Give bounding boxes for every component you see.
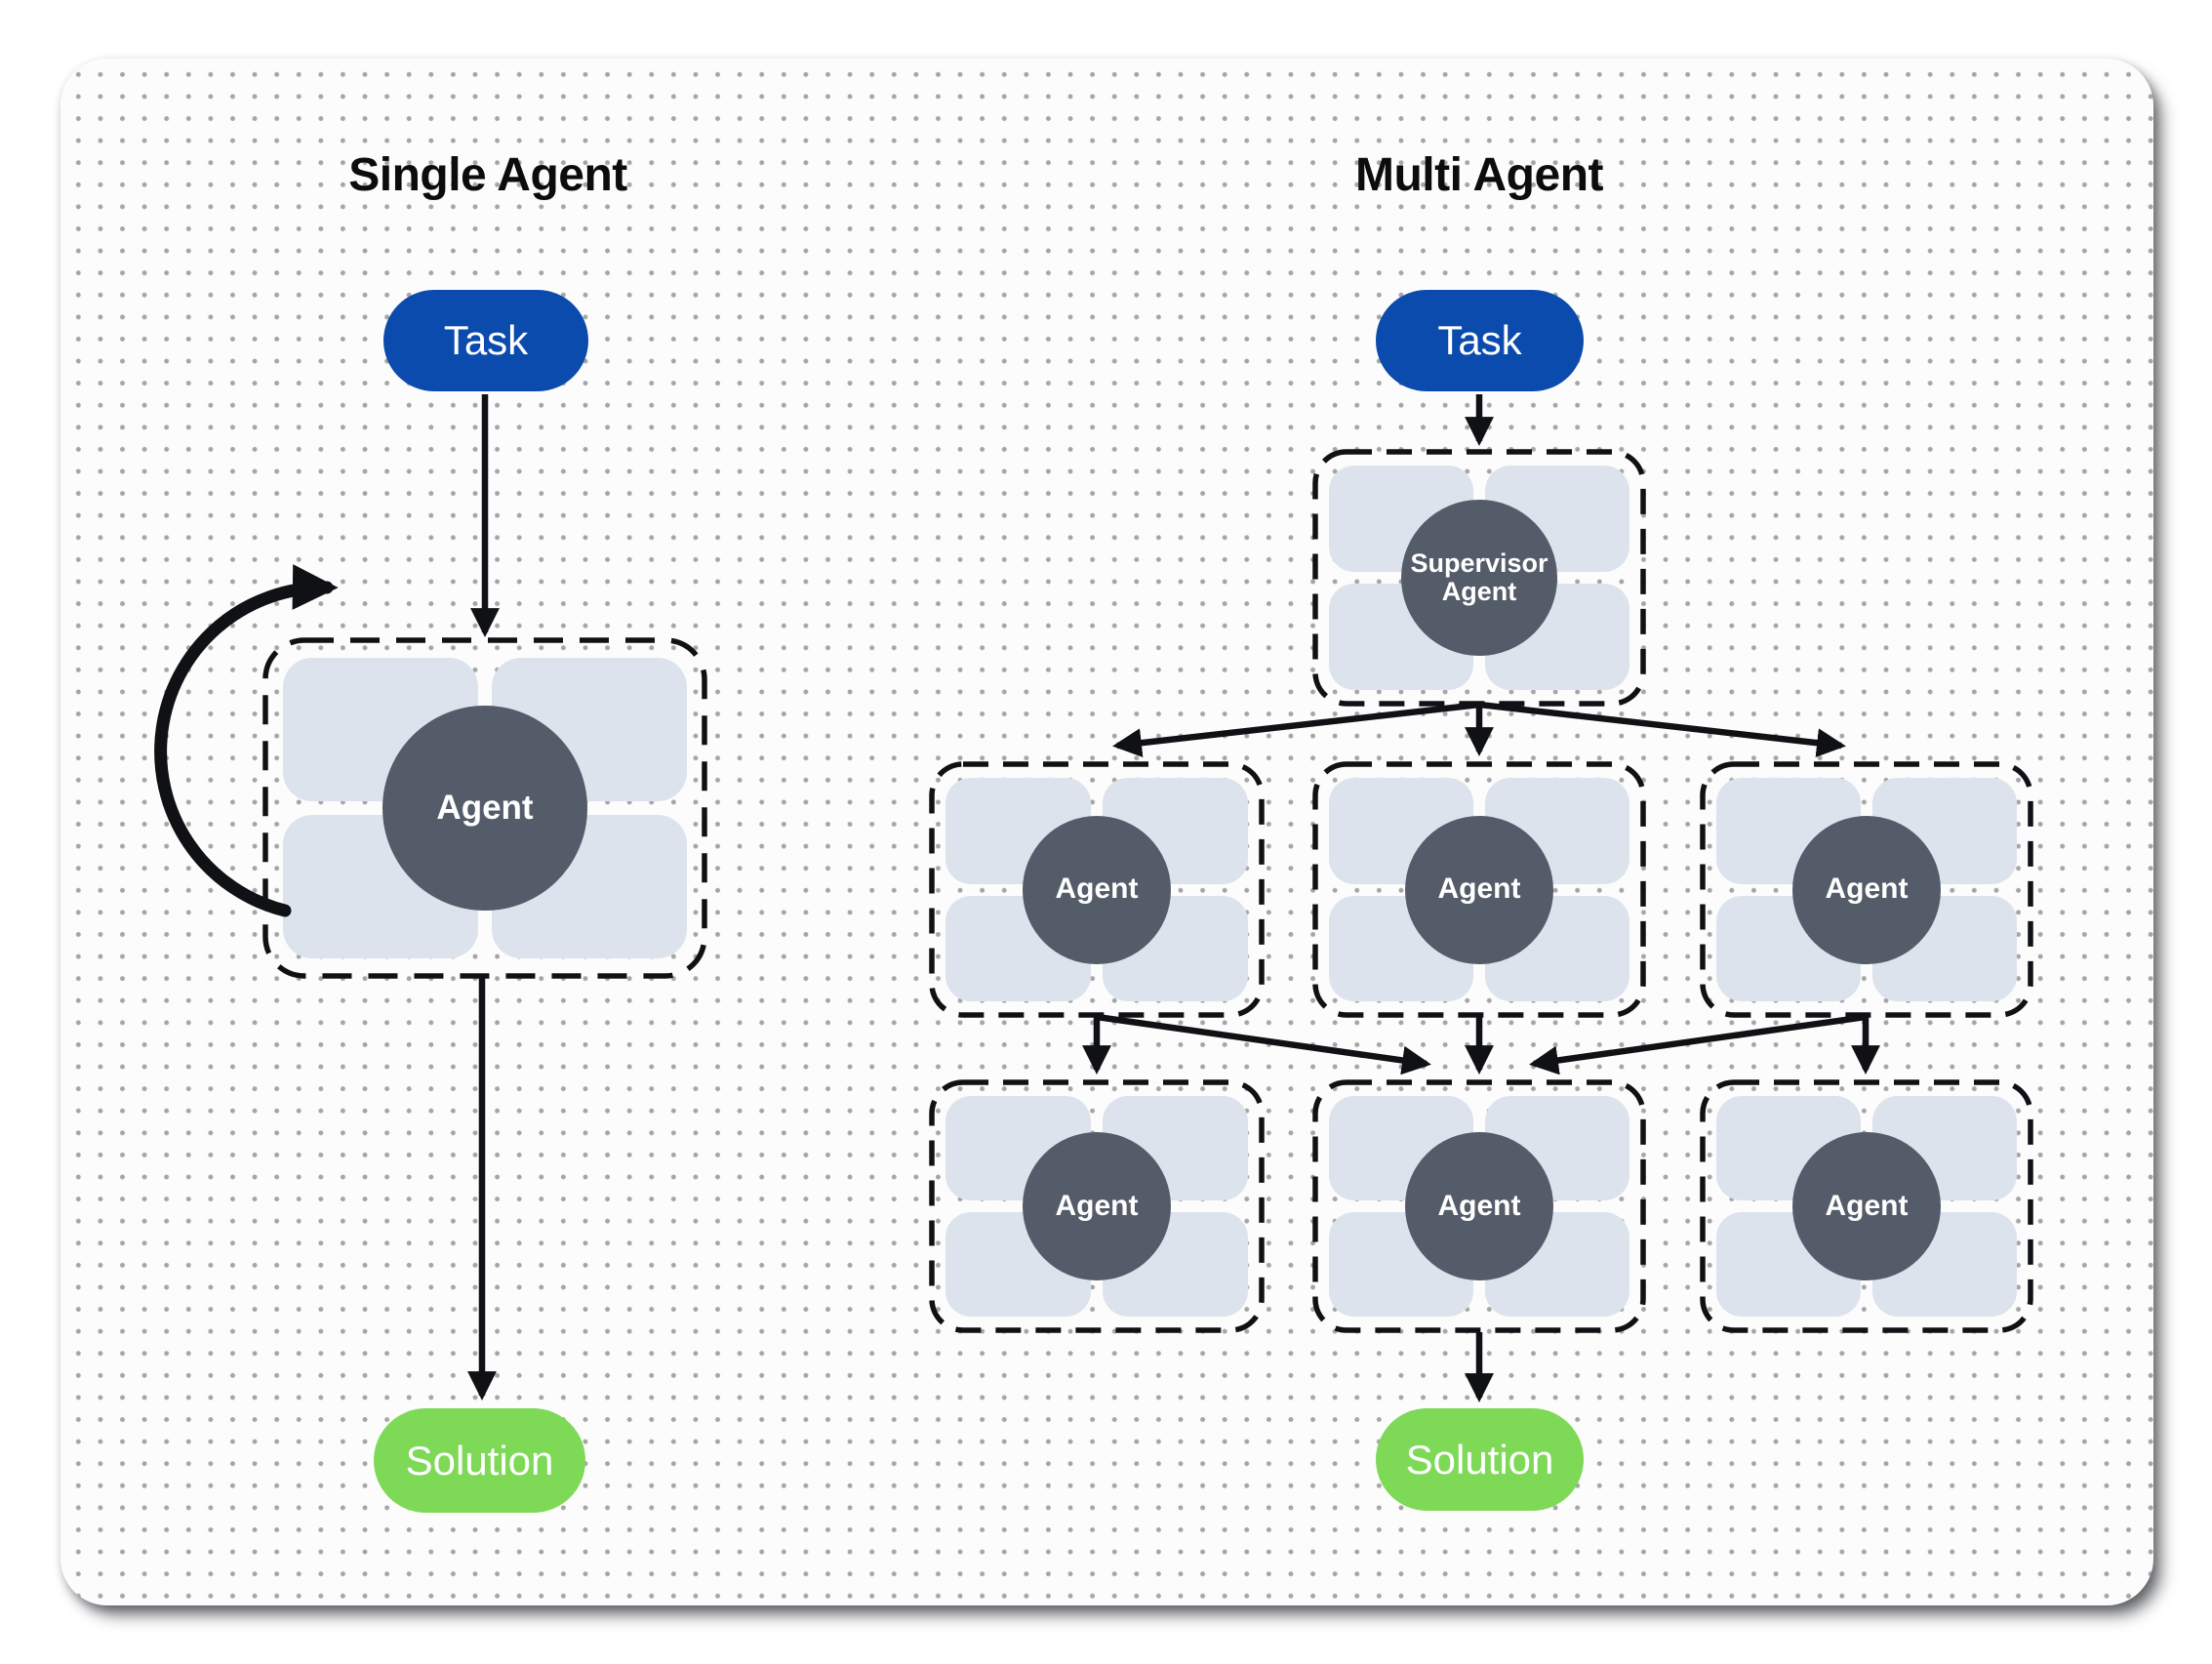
multi-solution-node: Solution xyxy=(1376,1408,1584,1511)
worker-agent-node-6: Agent xyxy=(1792,1132,1941,1280)
worker-agent-label: Agent xyxy=(1825,1189,1909,1222)
worker-agent-label: Agent xyxy=(1437,873,1521,906)
worker-agent-node-3: Agent xyxy=(1792,815,1941,964)
worker-agent-box-3: Agent xyxy=(1703,764,2031,1015)
supervisor-label-line2: Agent xyxy=(1441,577,1517,606)
worker-agent-box-6: Agent xyxy=(1703,1082,2031,1330)
single-solution-node: Solution xyxy=(374,1408,585,1513)
worker-agent-label: Agent xyxy=(1437,1189,1521,1222)
single-agent-title: Single Agent xyxy=(348,149,627,201)
worker-agent-box-1: Agent xyxy=(932,764,1262,1015)
worker-agent-box-2: Agent xyxy=(1315,764,1643,1015)
multi-task-label: Task xyxy=(1437,317,1522,363)
worker-agent-node-4: Agent xyxy=(1023,1132,1171,1280)
single-agent-box: Agent xyxy=(265,640,704,976)
single-solution-label: Solution xyxy=(405,1437,554,1483)
worker-agent-box-5: Agent xyxy=(1315,1082,1643,1330)
worker-agent-node-5: Agent xyxy=(1405,1132,1553,1280)
worker-agent-box-4: Agent xyxy=(932,1082,1262,1330)
single-task-label: Task xyxy=(443,317,529,363)
single-agent-label: Agent xyxy=(436,789,534,828)
worker-agent-label: Agent xyxy=(1055,1189,1139,1222)
worker-agent-node-2: Agent xyxy=(1405,815,1553,964)
worker-agent-label: Agent xyxy=(1055,873,1139,906)
single-task-node: Task xyxy=(383,290,588,391)
multi-solution-label: Solution xyxy=(1405,1436,1554,1482)
single-agent-node: Agent xyxy=(382,706,587,911)
multi-task-node: Task xyxy=(1376,290,1584,391)
supervisor-agent-node: Supervisor Agent xyxy=(1401,500,1557,656)
worker-agent-label: Agent xyxy=(1825,873,1909,906)
multi-agent-title: Multi Agent xyxy=(1355,149,1604,201)
supervisor-label-line1: Supervisor xyxy=(1410,548,1548,578)
worker-agent-node-1: Agent xyxy=(1023,815,1171,964)
supervisor-agent-box: Supervisor Agent xyxy=(1315,452,1643,704)
